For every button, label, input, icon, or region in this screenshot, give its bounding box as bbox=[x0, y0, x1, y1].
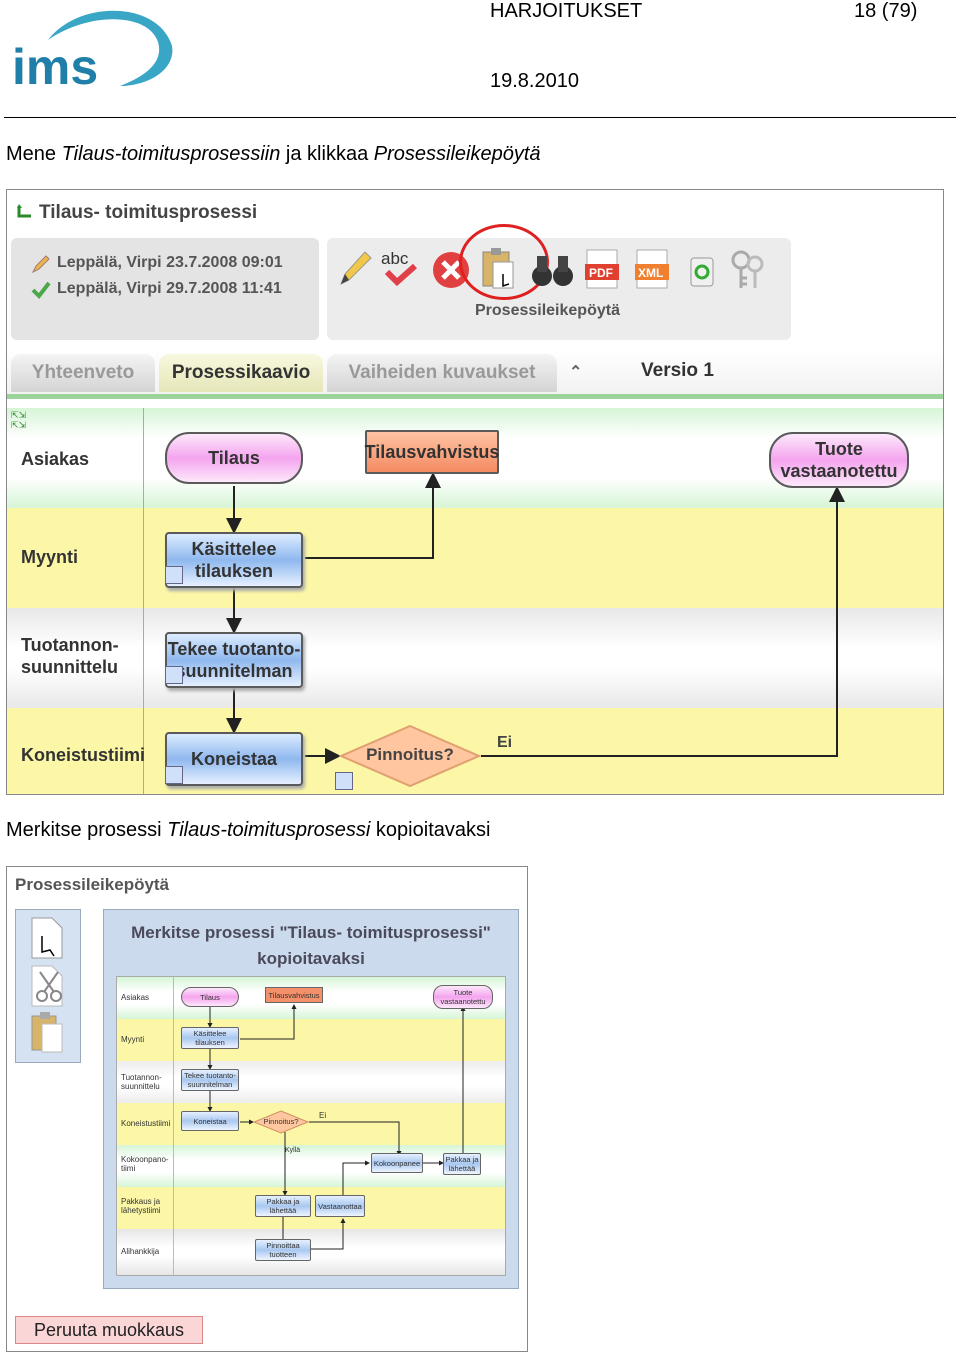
ims-logo: ims bbox=[8, 6, 178, 95]
node-tekee-tuotantosuunnitelman[interactable]: Tekee tuotanto- suunnitelman bbox=[165, 632, 303, 688]
pinnoitus-label: Pinnoitus? bbox=[366, 745, 454, 764]
mini-branch-kylla: Kyllä bbox=[285, 1147, 301, 1154]
svg-text:XML: XML bbox=[638, 266, 663, 280]
subprocess-icon[interactable] bbox=[165, 566, 183, 584]
process-thumbnail[interactable]: Asiakas Myynti Tuotannon- suunnittelu Ko… bbox=[116, 976, 506, 1276]
instruction-1: Mene Tilaus-toimitusprosessiin ja klikka… bbox=[6, 143, 541, 165]
mini-lane bbox=[117, 1187, 505, 1229]
doc-title: HARJOITUKSET bbox=[490, 0, 643, 22]
spellcheck-icon[interactable]: abc bbox=[379, 248, 417, 288]
mini-node-tekee: Tekee tuotanto- suunnitelman bbox=[181, 1069, 239, 1091]
meta-approved: Leppälä, Virpi 29.7.2008 11:41 bbox=[57, 280, 282, 297]
tooltip-label: Prosessileikepöytä bbox=[475, 302, 620, 319]
node-koneistaa[interactable]: Koneistaa bbox=[165, 732, 303, 786]
pencil-icon bbox=[31, 254, 51, 279]
edit-pencil-icon[interactable] bbox=[335, 248, 373, 288]
cancel-edit-button[interactable]: Peruuta muokkaus bbox=[15, 1316, 203, 1344]
node-tilausvahvistus[interactable]: Tilausvahvistus bbox=[365, 430, 499, 474]
lane-divider bbox=[143, 408, 144, 794]
tab-yhteenveto[interactable]: Yhteenveto bbox=[11, 354, 155, 392]
subprocess-icon[interactable] bbox=[335, 772, 353, 790]
mini-lane bbox=[117, 1145, 505, 1187]
node-tuote-vastaanotettu[interactable]: Tuote vastaanotettu bbox=[769, 432, 909, 488]
keys-icon[interactable] bbox=[729, 248, 767, 288]
pdf-icon[interactable]: PDF bbox=[583, 248, 621, 289]
mini-node-pinnoitus: Pinnoitus? bbox=[253, 1110, 309, 1134]
cut-icon[interactable] bbox=[28, 964, 68, 1013]
copy-icon[interactable] bbox=[28, 916, 68, 965]
toolbar: abc PDF XML Prosessileikepöytä bbox=[327, 224, 791, 340]
mini-lane-label: Myynti bbox=[121, 1035, 145, 1044]
page-number: 18 (79) bbox=[854, 0, 918, 22]
meta-created: Leppälä, Virpi 23.7.2008 09:01 bbox=[57, 254, 283, 271]
mini-lane-label: Pakkaus ja lähetystiimi bbox=[121, 1197, 161, 1215]
recycle-icon[interactable] bbox=[687, 254, 725, 294]
lane-myynti bbox=[7, 508, 943, 608]
lane-divider bbox=[173, 977, 174, 1275]
mini-lane bbox=[117, 1229, 505, 1275]
version-label: Versio 1 bbox=[641, 360, 714, 381]
mini-node-pakkaa: Pakkaa ja lähettää bbox=[255, 1195, 311, 1217]
node-tilaus[interactable]: Tilaus bbox=[165, 432, 303, 484]
tab-bar: Yhteenveto Prosessikaavio Vaiheiden kuva… bbox=[7, 350, 943, 399]
mini-node-tilausvahvistus: Tilausvahvistus bbox=[265, 987, 323, 1003]
process-screenshot: Tilaus- toimitusprosessi Leppälä, Virpi … bbox=[6, 189, 944, 795]
mini-lane-label: Asiakas bbox=[121, 993, 150, 1002]
mini-node-pinnoittaa: Pinnoittaa tuotteen bbox=[255, 1239, 311, 1261]
mini-branch-ei: Ei bbox=[319, 1111, 327, 1120]
mini-node-vastaanottaa: Vastaanottaa bbox=[315, 1195, 365, 1217]
lane-label-koneistustiimi: Koneistustiimi bbox=[21, 745, 146, 765]
tab-vaiheiden-kuvaukset[interactable]: Vaiheiden kuvaukset bbox=[327, 354, 557, 392]
paste-icon[interactable] bbox=[28, 1010, 68, 1059]
lane-tuotannonsuunnittelu bbox=[7, 608, 943, 708]
mini-node-kasittelee: Käsittelee tilauksen bbox=[181, 1027, 239, 1049]
node-kasittelee-tilauksen[interactable]: Käsittelee tilauksen bbox=[165, 532, 303, 588]
mini-lane-label: Tuotannon- suunnittelu bbox=[121, 1073, 162, 1091]
logo-text: ims bbox=[12, 39, 98, 90]
highlight-circle bbox=[459, 224, 549, 300]
mini-lane-label: Alihankkija bbox=[121, 1247, 160, 1256]
subprocess-icon[interactable] bbox=[165, 666, 183, 684]
panel-heading: Merkitse prosessi "Tilaus- toimitusprose… bbox=[131, 923, 491, 968]
mini-connectors bbox=[207, 1004, 466, 1250]
header-rule bbox=[4, 117, 956, 118]
xml-icon[interactable]: XML bbox=[633, 248, 671, 289]
binoculars-icon[interactable] bbox=[531, 250, 573, 290]
collapse-icon[interactable]: ⌃ bbox=[569, 364, 583, 381]
node-pinnoitus[interactable]: Pinnoitus? bbox=[339, 724, 481, 788]
check-icon bbox=[31, 280, 51, 305]
mini-node-koneistaa: Koneistaa bbox=[181, 1111, 239, 1131]
mini-node-tuote: Tuote vastaanotettu bbox=[433, 985, 493, 1009]
clipboard-title: Prosessileikepöytä bbox=[15, 875, 170, 894]
mark-process-panel: Merkitse prosessi "Tilaus- toimitusprose… bbox=[103, 909, 519, 1289]
mini-node-kokoonpanee: Kokoonpanee bbox=[371, 1153, 423, 1173]
back-arrow-icon[interactable] bbox=[15, 202, 35, 222]
mini-node-tilaus: Tilaus bbox=[181, 987, 239, 1007]
meta-panel: Leppälä, Virpi 23.7.2008 09:01 Leppälä, … bbox=[11, 238, 319, 340]
branch-label-ei: Ei bbox=[497, 734, 513, 751]
instruction-2: Merkitse prosessi Tilaus-toimitusprosess… bbox=[6, 819, 491, 841]
mini-lane-label: Koneistustiimi bbox=[121, 1119, 171, 1128]
lane-koneistustiimi bbox=[7, 708, 943, 794]
clipboard-side-tools bbox=[15, 909, 81, 1063]
mini-node-pakkaa: Pakkaa ja lähettää bbox=[443, 1153, 481, 1175]
process-title: Tilaus- toimitusprosessi bbox=[39, 202, 258, 223]
lane-label-asiakas: Asiakas bbox=[21, 449, 90, 469]
lane-label-myynti: Myynti bbox=[21, 547, 79, 567]
flow-connectors bbox=[226, 472, 845, 764]
clipboard-screenshot: Prosessileikepöytä Merkitse prosessi "Ti… bbox=[6, 866, 528, 1352]
doc-date: 19.8.2010 bbox=[490, 70, 579, 92]
tab-prosessikaavio[interactable]: Prosessikaavio bbox=[159, 354, 323, 392]
svg-text:abc: abc bbox=[381, 249, 409, 268]
lane-label-tuotannon: Tuotannon- suunnittelu bbox=[21, 635, 119, 677]
zoom-icon[interactable]: ⇱⇲⇱⇲ bbox=[11, 410, 27, 430]
mini-lane-label: Kokoonpano- tiimi bbox=[121, 1155, 169, 1173]
subprocess-icon[interactable] bbox=[165, 766, 183, 784]
svg-text:PDF: PDF bbox=[589, 266, 613, 280]
